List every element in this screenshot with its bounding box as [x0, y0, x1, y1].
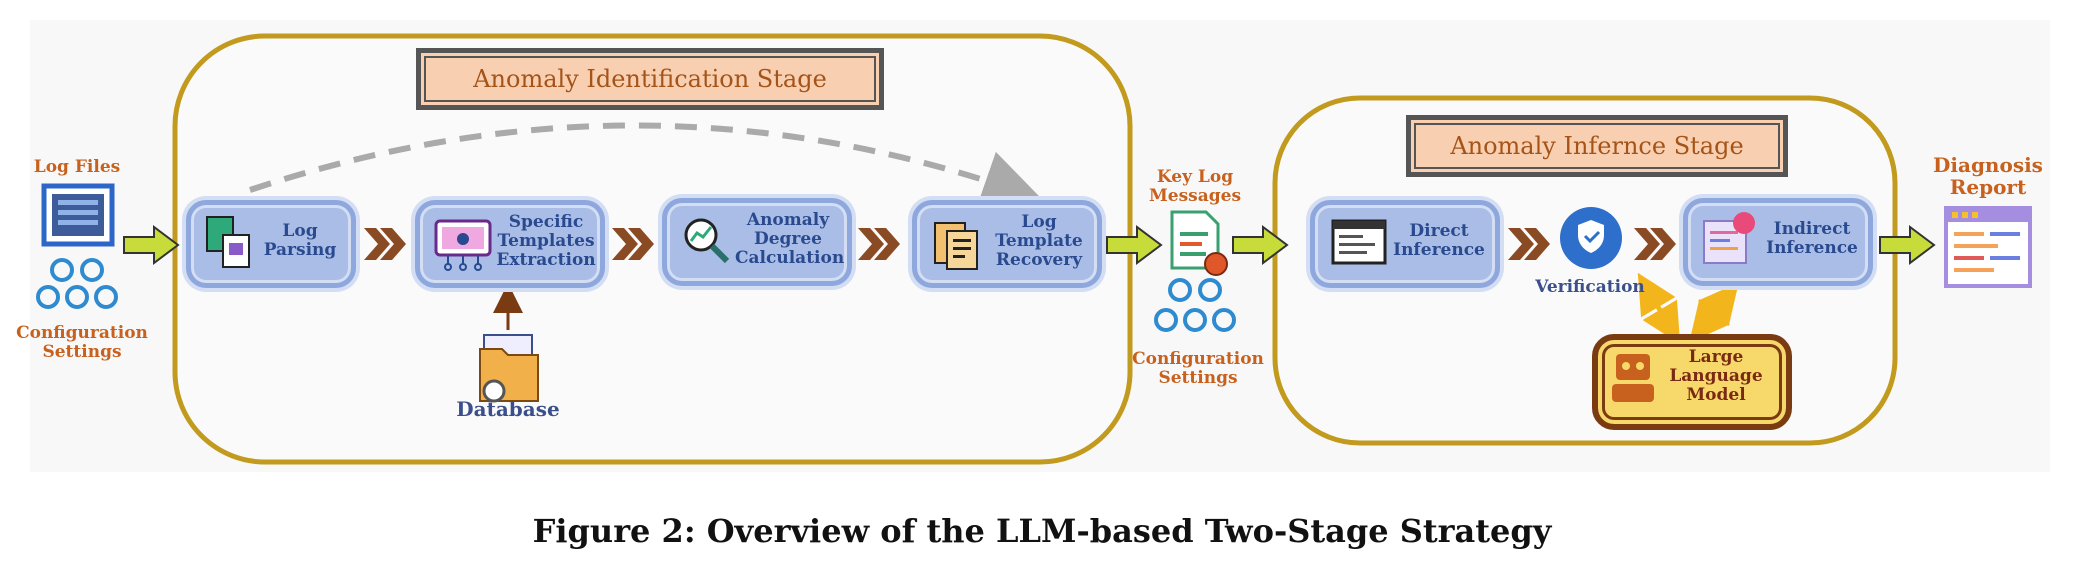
- green-arrow-1: [123, 225, 180, 265]
- llm-arrow-right: [1689, 282, 1739, 343]
- anomaly-degree-line-2: Degree: [753, 229, 823, 250]
- magnifier-chart-icon: [684, 218, 730, 264]
- llm-line-1: Large: [1688, 347, 1744, 367]
- chevron-2: [612, 228, 654, 260]
- diagnosis-report-icon: [1944, 206, 2032, 288]
- chevron-5: [1634, 228, 1676, 260]
- key-log-messages-label: Key Log Messages: [1130, 168, 1260, 205]
- step-anomaly-degree-calculation: Anomaly Degree Calculation: [662, 198, 852, 286]
- key-log-line-2: Messages: [1148, 185, 1242, 206]
- log-parsing-line-1: Log: [282, 221, 318, 241]
- config-left-line-1: Configuration: [16, 323, 148, 343]
- code-document-icon: [1703, 212, 1755, 264]
- config-mid-line-1: Configuration: [1132, 349, 1264, 369]
- template-recovery-label: Log Template Recovery: [987, 212, 1091, 271]
- templates-extraction-icon: [434, 219, 492, 271]
- diagnosis-report-label: Diagnosis Report: [1920, 154, 2056, 198]
- config-mid-line-2: Settings: [1158, 367, 1238, 388]
- clipboard-icon: [934, 222, 978, 270]
- key-log-line-1: Key Log: [1156, 167, 1234, 187]
- step-log-parsing: Log Parsing: [186, 200, 356, 288]
- green-arrow-4: [1879, 225, 1936, 265]
- anomaly-degree-label: Anomaly Degree Calculation: [735, 210, 845, 269]
- anomaly-degree-line-3: Calculation: [735, 248, 845, 269]
- database-icon: [479, 334, 539, 403]
- config-settings-left-label: Configuration Settings: [12, 324, 152, 361]
- figure-caption: Figure 2: Overview of the LLM-based Two-…: [532, 512, 1552, 550]
- verification-shield-icon: [1560, 207, 1622, 269]
- indirect-inference-label: Indirect Inference: [1760, 219, 1864, 259]
- log-files-icon: [41, 183, 115, 247]
- config-settings-mid-label: Configuration Settings: [1128, 350, 1268, 387]
- stage1-title: Anomaly Identification Stage: [416, 48, 884, 110]
- step-log-template-recovery: Log Template Recovery: [912, 200, 1102, 288]
- verification-label: Verification: [1535, 277, 1645, 297]
- key-log-messages-icon: [1170, 210, 1228, 276]
- templates-extraction-line-1: Specific: [508, 212, 584, 232]
- direct-inference-line-1: Direct: [1409, 221, 1469, 241]
- diagnosis-line-1: Diagnosis: [1933, 153, 2043, 177]
- terminal-window-icon: [1331, 219, 1387, 265]
- llm-arrow-left: [1637, 272, 1681, 345]
- dashed-skip-arrow: [249, 122, 1043, 209]
- step-direct-inference: Direct Inference: [1310, 200, 1500, 288]
- log-parsing-label: Log Parsing: [255, 221, 345, 261]
- green-arrow-2: [1106, 225, 1163, 265]
- indirect-inference-line-1: Indirect: [1773, 219, 1851, 239]
- template-recovery-line-3: Recovery: [995, 250, 1083, 271]
- gears-icon-mid: [1154, 278, 1236, 332]
- config-left-line-2: Settings: [42, 341, 122, 362]
- indirect-inference-line-2: Inference: [1766, 238, 1858, 259]
- direct-inference-line-2: Inference: [1393, 240, 1485, 261]
- template-recovery-line-1: Log: [1021, 212, 1057, 232]
- step-specific-templates-extraction: Specific Templates Extraction: [415, 200, 605, 288]
- anomaly-degree-line-1: Anomaly: [746, 210, 830, 230]
- templates-extraction-label: Specific Templates Extraction: [496, 212, 596, 271]
- llm-label: Large Language Model: [1654, 347, 1778, 406]
- templates-extraction-line-2: Templates: [497, 231, 595, 252]
- llm-line-3: Model: [1686, 385, 1746, 406]
- diagnosis-line-2: Report: [1949, 175, 2027, 199]
- chevron-4: [1508, 228, 1550, 260]
- gears-icon-left: [36, 258, 118, 309]
- llm-line-2: Language: [1669, 366, 1763, 387]
- log-files-label: Log Files: [33, 157, 121, 177]
- log-parsing-line-2: Parsing: [263, 240, 337, 261]
- step-indirect-inference: Indirect Inference: [1683, 198, 1873, 286]
- database-label: Database: [456, 397, 560, 421]
- direct-inference-label: Direct Inference: [1389, 221, 1489, 261]
- chevron-1: [364, 228, 406, 260]
- stage2-title: Anomaly Infernce Stage: [1406, 115, 1788, 177]
- template-recovery-line-2: Template: [995, 231, 1083, 252]
- large-language-model-box: Large Language Model: [1592, 334, 1792, 430]
- green-arrow-3: [1232, 225, 1289, 265]
- templates-extraction-line-3: Extraction: [496, 250, 596, 271]
- chevron-3: [858, 228, 900, 260]
- log-parsing-icon: [206, 216, 250, 268]
- robot-icon: [1612, 354, 1654, 402]
